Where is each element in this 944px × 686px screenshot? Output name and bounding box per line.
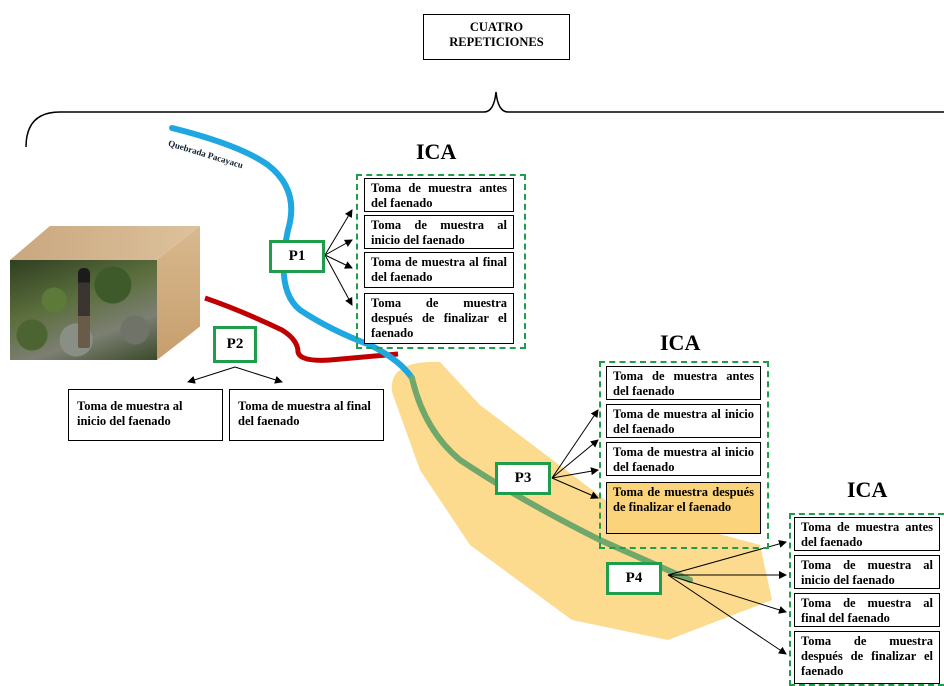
header-line-1: CUATRO bbox=[469, 20, 524, 34]
ica-label-p4: ICA bbox=[847, 477, 888, 502]
p3-group-frame bbox=[599, 361, 769, 549]
p3-box-1: Toma de muestra antes del faenado bbox=[606, 366, 761, 400]
repetitions-brace bbox=[25, 91, 944, 148]
header-line-2: REPETICIONES bbox=[449, 35, 544, 49]
p3-box-4: Toma de muestra después de finalizar el … bbox=[606, 482, 761, 534]
p4-box-1: Toma de muestra antes del faenado bbox=[794, 517, 940, 551]
p4-box-3: Toma de muestra al final del faenado bbox=[794, 593, 940, 627]
p4-group-frame bbox=[789, 513, 944, 686]
point-p3: P3 bbox=[495, 462, 551, 495]
point-p4: P4 bbox=[606, 562, 662, 595]
point-p2: P2 bbox=[213, 326, 257, 363]
p3-box-3: Toma de muestra al inicio del faenado bbox=[606, 442, 761, 476]
ica-label-p1: ICA bbox=[416, 139, 457, 164]
p2-box-1: Toma de muestra al inicio del faenado bbox=[68, 389, 223, 441]
p1-box-4: Toma de muestra después de finalizar el … bbox=[364, 293, 514, 344]
person-figure bbox=[78, 268, 90, 348]
p1-box-2: Toma de muestra al inicio del faenado bbox=[364, 215, 514, 249]
p3-arrows bbox=[551, 409, 599, 499]
impact-zone bbox=[391, 361, 772, 640]
p4-box-2: Toma de muestra al inicio del faenado bbox=[794, 555, 940, 589]
p2-box-2: Toma de muestra al final del faenado bbox=[229, 389, 384, 441]
p1-box-3: Toma de muestra al final del faenado bbox=[364, 252, 514, 288]
point-p1: P1 bbox=[269, 240, 325, 273]
p1-arrows bbox=[324, 209, 353, 306]
ica-label-p3: ICA bbox=[660, 330, 701, 355]
p3-box-2: Toma de muestra al inicio del faenado bbox=[606, 404, 761, 438]
downstream-line bbox=[409, 375, 693, 583]
repetitions-header: CUATRO REPETICIONES bbox=[423, 14, 570, 60]
effluent-line bbox=[204, 295, 399, 363]
p1-box-1: Toma de muestra antes del faenado bbox=[364, 178, 514, 212]
p2-arrows bbox=[187, 366, 283, 384]
p4-box-4: Toma de muestra después de finalizar el … bbox=[794, 631, 940, 684]
p1-group-frame bbox=[356, 174, 526, 349]
